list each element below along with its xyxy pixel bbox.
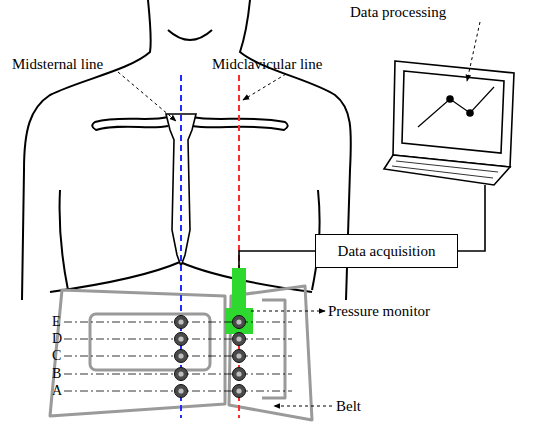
box-label: Data acquisition <box>338 242 436 260</box>
leader-arrow <box>243 74 286 100</box>
sensor-dot <box>233 316 246 329</box>
belt-right-loop <box>262 300 285 398</box>
row-lines <box>64 322 292 391</box>
sensor-ring <box>233 368 246 381</box>
sensor-array <box>175 316 246 398</box>
midclavicular-line <box>238 75 240 418</box>
laptop-lid <box>393 61 514 167</box>
laptop-screen <box>402 71 504 153</box>
belt-left-panel <box>50 290 225 416</box>
sensor-center <box>236 388 241 393</box>
leader-arrow <box>251 311 325 312</box>
chart-point <box>467 110 473 116</box>
sensor-center <box>178 353 183 358</box>
sensor-center <box>236 371 241 376</box>
connector-line <box>458 185 485 251</box>
laptop-keys <box>392 161 498 178</box>
chin-line <box>168 30 212 40</box>
line-label: Midsternal line <box>12 55 103 73</box>
line-label: Midclavicular line <box>212 55 322 73</box>
sensor-dot <box>175 368 188 381</box>
chart-point <box>447 96 453 102</box>
sensor-ring <box>233 350 246 363</box>
sensor-dot <box>175 350 188 363</box>
sensor-ring <box>175 333 188 346</box>
sensor-ring <box>175 385 188 398</box>
connector-line <box>239 251 315 268</box>
sensor-dot <box>233 333 246 346</box>
sensor-ring <box>175 368 188 381</box>
sensor-ring <box>233 333 246 346</box>
sensor-dot <box>233 350 246 363</box>
sensor-ring <box>233 316 246 329</box>
sensor-ring <box>175 316 188 329</box>
pressure-monitor-shape <box>225 268 253 334</box>
midsternal-line <box>180 75 182 418</box>
sensor-ring <box>175 350 188 363</box>
row-letter: B <box>52 365 61 383</box>
leader-arrow <box>274 406 332 407</box>
sensor-center <box>178 371 183 376</box>
row-letter: C <box>52 347 61 365</box>
sensor-center <box>236 336 241 341</box>
callout-label: Data processing <box>350 3 446 21</box>
leader-arrow <box>467 22 480 81</box>
laptop-symbol <box>390 55 520 185</box>
callout-label: Pressure monitor <box>328 302 430 320</box>
left-armpit-line <box>59 190 68 290</box>
sensor-dot <box>175 316 188 329</box>
laptop-drawing <box>384 61 514 185</box>
body-outline <box>22 0 351 300</box>
row-letter: E <box>52 313 61 331</box>
sensor-ring <box>233 385 246 398</box>
sensor-center <box>178 319 183 324</box>
row-letter: D <box>52 330 62 348</box>
left-clavicle <box>92 117 168 130</box>
row-letter: A <box>52 382 62 400</box>
screen-chart-line <box>418 87 494 127</box>
left-shoulder-line <box>22 0 151 300</box>
leader-arrow <box>118 72 176 121</box>
laptop-base <box>384 155 510 185</box>
sensor-center <box>178 336 183 341</box>
sensor-center <box>178 388 183 393</box>
sensor-center <box>236 353 241 358</box>
sensor-dot <box>233 385 246 398</box>
part-label: Belt <box>336 397 361 415</box>
sensor-dot <box>175 385 188 398</box>
process-box: Data acquisition <box>315 234 458 268</box>
laptop-computer: Data processing <box>390 55 520 185</box>
sensor-center <box>236 319 241 324</box>
sensor-dot <box>233 368 246 381</box>
sensor-dot <box>175 333 188 346</box>
